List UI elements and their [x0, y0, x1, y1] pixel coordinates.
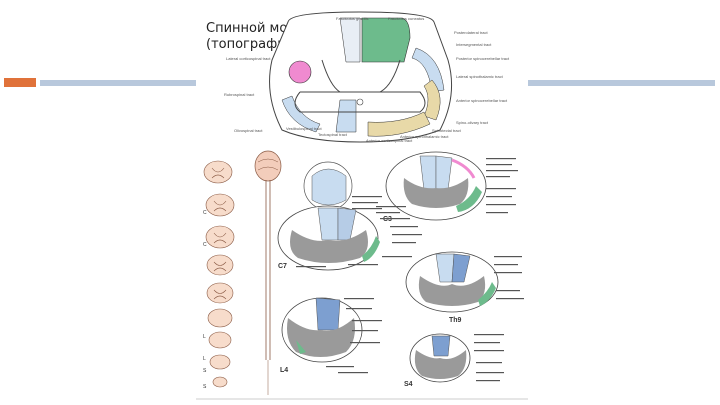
section-c3: C3 [352, 151, 518, 223]
small-section [212, 376, 228, 388]
small-section [209, 354, 231, 370]
label-posterolateral: Posterolateral tract [454, 30, 488, 35]
segment-column: C C L L S S [203, 160, 235, 390]
label-ant-spinocerebellar: Anterior spinocerebellar tract [456, 98, 508, 103]
cord-cross-section: Fasciculus gracilis Fasciculus cuneatus … [224, 11, 510, 143]
orange-accent-bar [4, 78, 36, 87]
section-s4: S4 [404, 333, 504, 388]
label-lat-spinothalamic: Lateral spinothalamic tract [456, 74, 504, 79]
label-ant-corticospinal: Anterior corticospinal tract [366, 138, 413, 143]
small-section [206, 254, 234, 276]
label-fasciculus-cuneatus: Fasciculus cuneatus [388, 16, 424, 21]
fasciculus-green-region [361, 17, 411, 63]
label-spinotectal: Spinotectal tract [432, 128, 462, 133]
small-section [205, 193, 235, 217]
label-fasciculus-gracilis: Fasciculus gracilis [336, 16, 368, 21]
label-rubrospinal: Rubrospinal tract [224, 92, 255, 97]
small-seg-label: L [203, 356, 206, 362]
slide-title-line2: (топография) [206, 37, 299, 52]
label-ant-spinothalamic: Anterior spinothalamic tract [400, 134, 449, 139]
small-section [206, 282, 234, 304]
small-section [203, 160, 233, 184]
segment-label-c3: C3 [383, 216, 392, 223]
segment-label-c7: C7 [278, 263, 287, 270]
pink-corticospinal-tract [288, 60, 312, 84]
label-spino-olivary: Spino-olivary tract [456, 120, 489, 125]
label-vestibulospinal: Vestibulospinal tract [286, 126, 322, 131]
blue-bar-right [515, 80, 715, 86]
small-section [205, 225, 235, 249]
segment-label-s4: S4 [404, 381, 413, 388]
small-seg-label: C [203, 242, 207, 248]
blue-bar-left [40, 80, 200, 86]
small-seg-label: L [203, 334, 206, 340]
section-th9: Th9 [405, 251, 524, 324]
label-intersegmental: Intersegmental tract [456, 42, 492, 47]
label-post-spinocerebellar: Posterior spinocerebellar tract [456, 56, 510, 61]
small-seg-label: S [203, 384, 207, 390]
label-olivospinal: Olivospinal tract [234, 128, 263, 133]
small-seg-label: S [203, 368, 207, 374]
label-tectospinal: Tectospinal tract [318, 132, 348, 137]
schematic-small-section [303, 161, 353, 211]
small-section [208, 331, 232, 349]
segment-label-th9: Th9 [449, 317, 462, 324]
small-section [207, 308, 233, 328]
small-seg-label: C [203, 210, 207, 216]
slide-title-line1: Спинной мозг [206, 21, 301, 36]
label-lat-corticospinal: Lateral corticospinal tract [226, 56, 271, 61]
section-l4: L4 [280, 297, 382, 374]
section-c7: C7 [277, 205, 422, 271]
segment-label-l4: L4 [280, 367, 288, 374]
brain-and-cord-illustration [254, 150, 282, 395]
